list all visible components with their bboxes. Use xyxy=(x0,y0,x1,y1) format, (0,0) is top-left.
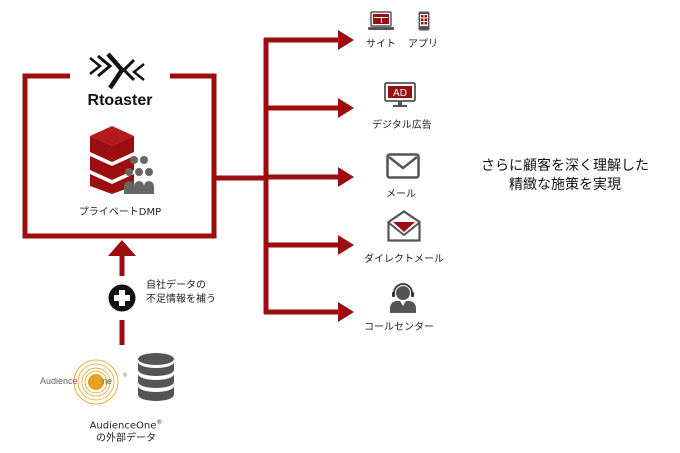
plus-circle-icon xyxy=(108,284,136,312)
envelope-icon xyxy=(386,153,420,179)
headset-operator-icon xyxy=(390,283,416,313)
external-db-wrap xyxy=(136,352,176,404)
audienceone-logo-left: Audience xyxy=(40,376,78,386)
database-icon xyxy=(138,353,174,401)
audienceone-logo-registered: ® xyxy=(122,372,128,379)
external-note-line2: 不足情報を補う xyxy=(146,294,216,305)
channel-mail: メール xyxy=(380,153,430,201)
channel-direct-mail-label: ダイレクトメール xyxy=(364,254,444,265)
chevrons-icon xyxy=(89,52,145,90)
smartphone-icon xyxy=(418,11,430,31)
external-data-arrow xyxy=(108,240,136,345)
channel-app-label: アプリ xyxy=(408,39,438,50)
external-label-line1: AudienceOne xyxy=(89,420,157,432)
audienceone-logo: Audience ne ® xyxy=(38,355,128,405)
audienceone-logo-right: ne xyxy=(102,376,113,386)
dmp-frame xyxy=(22,73,217,239)
brand-name: Rtoaster xyxy=(87,92,153,109)
channel-digital-ad: AD デジタル広告 xyxy=(364,82,432,134)
external-label-line2: の外部データ xyxy=(96,433,156,445)
dmp-label: プライベートDMP xyxy=(78,207,162,218)
external-note: 自社データの 不足情報を補う xyxy=(146,279,216,307)
dmp-icon-wrap xyxy=(86,124,162,196)
channel-site-label: サイト xyxy=(366,39,396,50)
plus-icon-wrap xyxy=(108,284,136,312)
channel-digital-ad-label: デジタル広告 xyxy=(372,120,432,131)
monitor-ad-icon: AD xyxy=(384,82,416,107)
external-label-registered: ® xyxy=(156,419,163,426)
branch-arrow-call-center xyxy=(264,302,354,322)
rtoaster-logo xyxy=(82,52,158,92)
branch-arrow-site-app xyxy=(264,30,354,50)
channel-call-center-label: コールセンター xyxy=(364,322,434,333)
channel-call-center: コールセンター xyxy=(364,283,446,335)
channel-direct-mail: ダイレクトメール xyxy=(364,210,446,266)
outcome-line1: さらに顧客を深く理解した xyxy=(481,158,649,174)
ad-icon-text: AD xyxy=(393,88,407,99)
outcome-line2: 精緻な施策を実現 xyxy=(509,177,621,193)
channel-mail-label: メール xyxy=(386,189,416,200)
branch-arrow-direct-mail xyxy=(264,235,354,255)
laptop-icon xyxy=(368,11,394,30)
audienceone-rings-icon xyxy=(73,359,119,405)
open-envelope-icon xyxy=(387,210,421,242)
external-note-line1: 自社データの xyxy=(146,280,206,291)
branch-arrow-digital-ad xyxy=(264,98,354,118)
branch-arrow-mail xyxy=(264,167,354,187)
outcome-text: さらに顧客を深く理解した 精緻な施策を実現 xyxy=(462,157,668,195)
external-data-label: AudienceOne® の外部データ xyxy=(76,416,176,445)
channel-site-app: サイト アプリ xyxy=(366,11,448,55)
database-with-people-icon xyxy=(90,126,154,194)
